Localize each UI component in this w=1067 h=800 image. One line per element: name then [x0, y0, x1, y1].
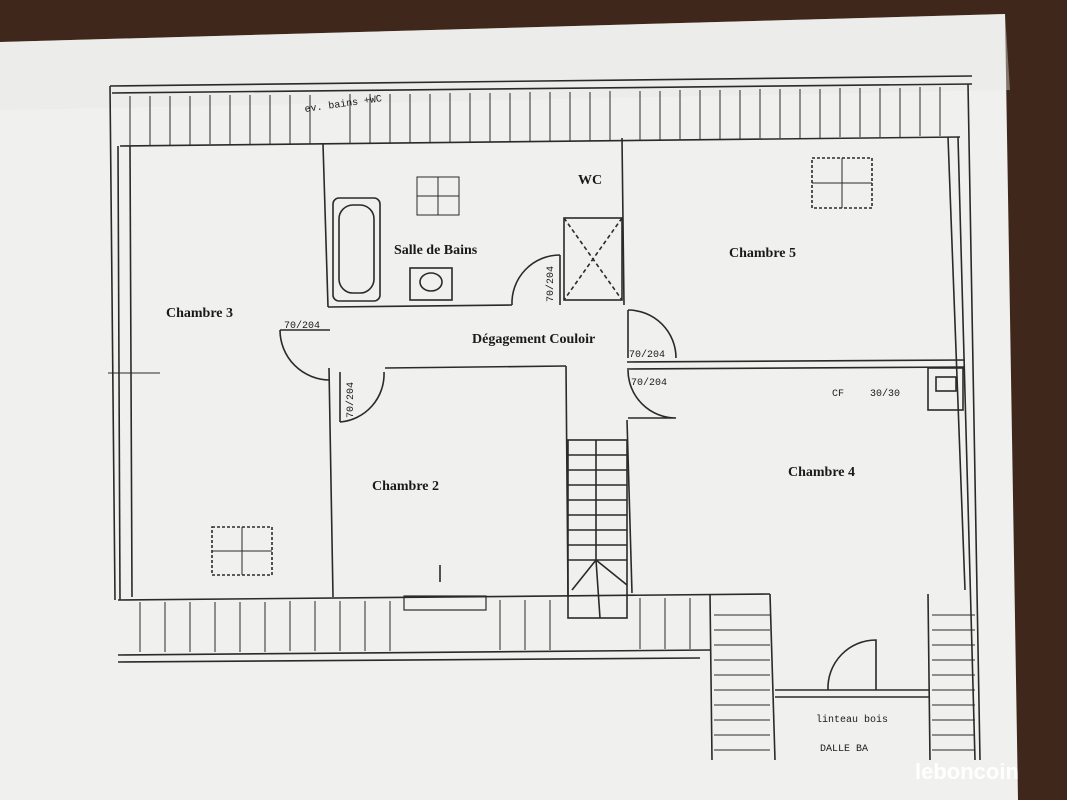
- room-label-degagement: Dégagement Couloir: [472, 332, 595, 347]
- floor-plan: [108, 75, 981, 761]
- room-label-chambre-2: Chambre 2: [372, 479, 439, 494]
- room-label-chambre-4: Chambre 4: [788, 465, 855, 480]
- door-size-chambre-3: 70/204: [284, 320, 320, 332]
- door-size-wc: 70/204: [545, 266, 557, 302]
- annotation-cf: CF: [832, 389, 844, 400]
- annotation-dalle: DALLE BA: [820, 744, 868, 755]
- annotation-cf-size: 30/30: [870, 388, 900, 400]
- room-label-salle-de-bains: Salle de Bains: [394, 243, 478, 258]
- roof-hatching: [129, 87, 941, 145]
- room-label-wc: WC: [578, 173, 602, 188]
- leboncoin-watermark: leboncoin: [915, 759, 1019, 784]
- annotation-linteau: linteau bois: [816, 714, 888, 726]
- door-size-chambre-2: 70/204: [345, 382, 357, 418]
- door-size-chambre-5: 70/204: [629, 349, 665, 361]
- room-label-chambre-5: Chambre 5: [729, 246, 796, 261]
- door-size-chambre-4: 70/204: [631, 377, 667, 389]
- room-label-chambre-3: Chambre 3: [166, 306, 233, 321]
- paper-sheet: [0, 14, 1018, 800]
